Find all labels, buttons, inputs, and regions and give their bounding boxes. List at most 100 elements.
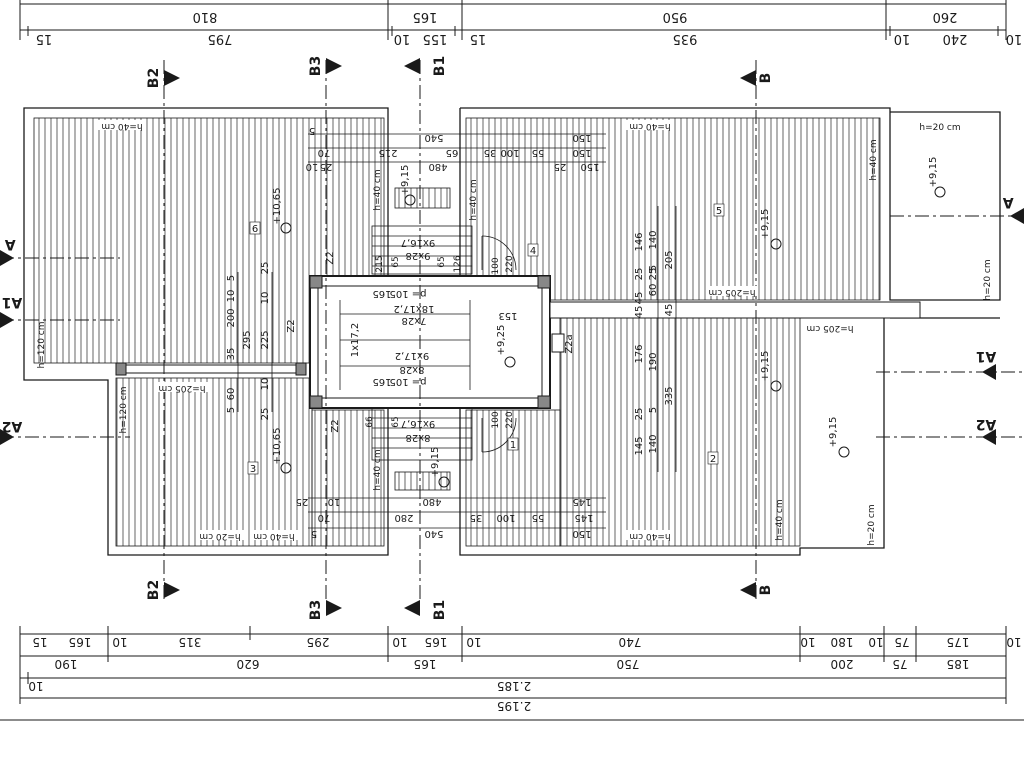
top-dim-15b: 15 (470, 31, 487, 46)
inner-dim-left-35: 35 (226, 348, 237, 361)
inner-dim-left-25a: 25 (260, 262, 271, 275)
stair-flight-3: 9x17,2 (395, 350, 430, 361)
roof-zone-5 (465, 117, 881, 301)
stair-flight-1: 9x16,7 (401, 237, 436, 248)
inner-dim-bot-150: 150 (572, 528, 591, 539)
section-markers (0, 58, 1024, 616)
panel-number-5: 5 (716, 206, 722, 217)
inner-dim-right-60: 60 (648, 284, 659, 297)
top-dim-155: 155 (423, 31, 448, 46)
inner-dim-bot-70: 70 (318, 512, 331, 523)
stair-flight-2: 18x17,2 (394, 303, 435, 314)
inner-dim-top-10: 10 (306, 161, 319, 172)
section-label-b2-bottom: B2 (146, 580, 162, 600)
bot-dim-10-total: 10 (28, 679, 43, 693)
height-h20-a: h=20 cm (919, 123, 960, 133)
height-h40-g: h=40 cm (253, 531, 294, 541)
top-dim-240: 240 (943, 31, 968, 46)
mid-dim-100b: 100 (491, 411, 501, 428)
mid-dim-65b: 65 (437, 256, 447, 267)
inner-dim-top-25b: 25 (320, 161, 333, 172)
stair-tread-2: 7x28 (401, 315, 426, 326)
inner-dim-top-215: 215 (378, 147, 397, 158)
inner-dim-right-205: 205 (664, 250, 675, 269)
top-dim-10a: 10 (394, 31, 411, 46)
stair-tread-3: 8x28 (399, 364, 424, 375)
building-outline (23, 107, 1001, 556)
inner-dim-bot-25: 25 (296, 496, 309, 507)
bot-dim-620: 620 (237, 657, 260, 671)
level-915-stair-top: +9,15 (400, 165, 411, 196)
height-h40-h: h=40 cm (629, 531, 670, 541)
mid-dim-65c: 65 (391, 416, 401, 427)
height-h40-b: h=40 cm (629, 121, 670, 131)
inner-dim-left-200: 200 (226, 308, 237, 327)
inner-dim-right-45b: 45 (664, 304, 675, 317)
inner-dim-right-335: 335 (664, 386, 675, 405)
top-dim-810: 810 (193, 9, 218, 24)
inner-dimension-lines (237, 133, 677, 529)
inner-dim-left-10a: 10 (260, 292, 271, 305)
bot-dim-75a: 75 (894, 635, 909, 649)
height-h20-b: h=20 cm (983, 259, 993, 300)
section-label-a1-left: A1 (2, 294, 23, 310)
section-label-b3-top: B3 (308, 56, 324, 76)
inner-dim-right-45c: 45 (634, 306, 645, 319)
mid-dim-220b: 220 (505, 411, 515, 428)
inner-dim-top-35: 35 (484, 147, 497, 158)
bot-dim-2185: 2.185 (497, 679, 531, 693)
stair-w165-top: 165 (372, 288, 391, 299)
panel-number-3: 3 (250, 464, 256, 475)
inner-dim-bot-480: 480 (422, 496, 441, 507)
height-h120-a: h=120 cm (37, 322, 47, 369)
mid-dim-100a: 100 (491, 257, 501, 274)
height-h205-a: h=205 cm (709, 287, 756, 297)
inner-dim-left-5a: 5 (226, 275, 237, 281)
inner-dim-bot-100: 100 (496, 512, 515, 523)
top-dim-165: 165 (413, 9, 438, 24)
section-label-b2-top: B2 (146, 68, 162, 88)
inner-dim-right-140a: 140 (648, 230, 659, 249)
bot-dim-15: 15 (32, 635, 47, 649)
bot-dim-10f: 10 (1006, 635, 1021, 649)
height-h40-d: h=40 cm (373, 169, 383, 210)
panel-number-6: 6 (252, 224, 258, 235)
section-label-a1-right: A1 (976, 348, 997, 364)
height-h205-c: h=205 cm (159, 383, 206, 393)
inner-dim-top-150b: 150 (572, 147, 591, 158)
section-label-b1-top: B1 (432, 56, 448, 76)
inner-dim-right-140b: 140 (648, 434, 659, 453)
stair-tread-4: 8x28 (405, 432, 430, 443)
level-915-b: +9,15 (760, 351, 771, 382)
stair-w153: 153 (498, 310, 517, 321)
height-h40-f: h=40 cm (373, 449, 383, 490)
stair-tread-1: 9x28 (405, 250, 430, 261)
level-915-a: +9,15 (760, 209, 771, 240)
bot-dim-180: 180 (831, 635, 854, 649)
height-h40-i: h=40 cm (775, 499, 785, 540)
inner-dim-bot-10: 10 (328, 496, 341, 507)
inner-dim-left-10b: 10 (260, 378, 271, 391)
section-label-b-bottom: B (758, 585, 774, 596)
inner-dim-top-540: 540 (424, 132, 443, 143)
inner-dim-right-5b: 5 (648, 407, 659, 413)
section-label-a-right: A (1003, 194, 1014, 210)
bot-dim-175: 175 (947, 635, 970, 649)
inner-dim-top-55: 55 (532, 147, 545, 158)
roof-zone-2 (559, 317, 801, 547)
bot-dim-10e: 10 (868, 635, 883, 649)
bot-dim-10c: 10 (466, 635, 481, 649)
inner-dim-right-25c: 25 (634, 408, 645, 421)
stair-w165-bottom: 165 (372, 376, 391, 387)
section-label-b1-bottom: B1 (432, 600, 448, 620)
section-label-b-top: B (758, 73, 774, 84)
level-915-stair-bottom: +9,15 (430, 447, 441, 478)
inner-dim-right-146: 146 (634, 232, 645, 251)
top-dim-950: 950 (663, 9, 688, 24)
inner-dim-top-100: 100 (500, 147, 519, 158)
section-label-a2-left: A2 (2, 418, 23, 434)
top-dim-795: 795 (208, 31, 233, 46)
level-915-c: +9,15 (828, 417, 839, 448)
height-h40-a: h=40 cm (101, 121, 142, 131)
section-label-b3-bottom: B3 (308, 600, 324, 620)
